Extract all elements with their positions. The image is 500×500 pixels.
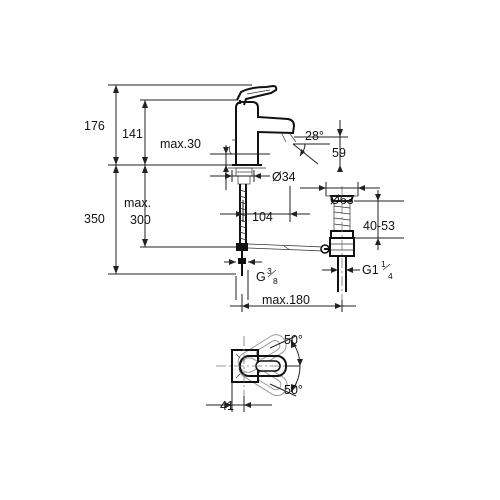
dim-104-lines [220,186,310,222]
angle-28-label: 28° [305,129,324,143]
angle-50-top-label: 50° [284,333,303,347]
dim-34-lines [210,170,270,182]
dim-g114-lines [322,267,360,273]
dim-41-lines [206,382,272,412]
dim-max-label: max. [124,196,151,210]
dim-g114-numerator: 1 [381,259,386,269]
dimension-lines-left [108,84,252,275]
pull-rod [247,243,330,254]
dim-63-lines [300,182,380,196]
dim-63-label: Ø63 [330,193,354,207]
dim-max180-lines [230,294,356,312]
angle-50-top-marks [269,335,303,367]
dim-59-lines [294,120,348,172]
angle-50-bottom-marks [269,365,301,397]
dim-176-label: 176 [84,119,105,133]
dim-max180-label: max.180 [262,293,310,307]
faucet-side-view [228,84,297,169]
dim-104-label: 104 [252,210,273,224]
mounting-shank [235,167,253,276]
dim-34-label: Ø34 [272,170,296,184]
dim-350-label: 350 [84,212,105,226]
dim-g38-denominator: 8 [273,276,278,286]
dim-max30-label: max.30 [160,137,201,151]
dim-g114-denominator: 4 [388,271,393,281]
dim-141-label: 141 [122,127,143,141]
dim-59-label: 59 [332,146,346,160]
dim-40-53-label: 40-53 [363,219,395,233]
angle-28-marks [292,143,330,165]
faucet-top-view [216,334,300,397]
dim-g114-label: G1 [362,263,379,277]
dim-40-53-lines [354,190,404,250]
dim-g38-lines [224,259,262,300]
dim-41-label: 41 [220,399,234,413]
dim-g38-numerator: 3 [267,266,272,276]
dim-g38-label: G [256,270,266,284]
dim-300-label: 300 [130,213,151,227]
angle-50-bottom-label: 50° [284,383,303,397]
dim-max30-lines [170,145,270,190]
waste-valve [324,186,358,300]
